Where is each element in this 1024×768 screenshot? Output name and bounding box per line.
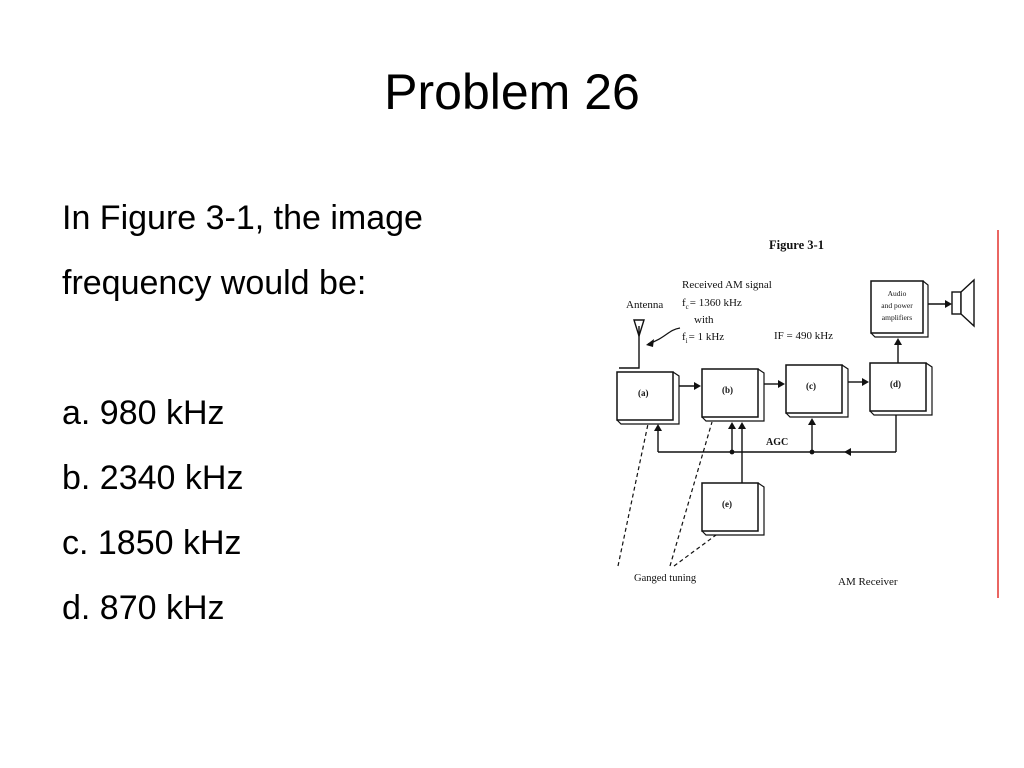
block-c-label: (c) bbox=[806, 381, 816, 391]
question-line-2: frequency would be: bbox=[62, 264, 367, 302]
block-c: (c) bbox=[785, 364, 849, 418]
block-a-label: (a) bbox=[638, 388, 649, 398]
signal-label-1: Received AM signal bbox=[682, 279, 772, 291]
block-d-label: (d) bbox=[890, 379, 901, 389]
block-b-label: (b) bbox=[722, 385, 733, 395]
antenna-icon bbox=[619, 319, 645, 369]
signal-label-3: with bbox=[694, 314, 714, 326]
speaker-arrow bbox=[928, 300, 952, 308]
block-b: (b) bbox=[701, 368, 765, 422]
audio-amplifier-block: Audio and power amplifiers bbox=[870, 280, 929, 338]
option-d: d. 870 kHz bbox=[62, 589, 225, 627]
block-diagram: Figure 3-1 Antenna Received AM signal fc… bbox=[616, 230, 999, 598]
am-receiver-figure: Figure 3-1 Antenna Received AM signal fc… bbox=[608, 226, 1000, 598]
audio-label-1: Audio bbox=[888, 289, 907, 298]
block-e-label: (e) bbox=[722, 499, 732, 509]
speaker-icon bbox=[951, 278, 975, 328]
question-block: In Figure 3-1, the image frequency would… bbox=[62, 186, 532, 641]
slide-title: Problem 26 bbox=[384, 64, 640, 120]
signal-label-4: fi= 1 kHz bbox=[682, 331, 724, 345]
figure-title: Figure 3-1 bbox=[769, 238, 824, 252]
audio-label-2: and power bbox=[881, 301, 913, 310]
antenna-label: Antenna bbox=[626, 299, 663, 311]
ganged-tuning-label: Ganged tuning bbox=[634, 573, 697, 584]
ganged-tuning-lines bbox=[617, 421, 717, 567]
option-b: b. 2340 kHz bbox=[62, 459, 244, 497]
option-c: c. 1850 kHz bbox=[62, 524, 242, 562]
question-spacer bbox=[62, 316, 532, 381]
signal-pointer-arrowhead bbox=[646, 339, 654, 347]
agc-line bbox=[654, 415, 897, 456]
question-line-1: In Figure 3-1, the image bbox=[62, 199, 423, 237]
block-a: (a) bbox=[616, 371, 680, 425]
signal-path bbox=[679, 338, 902, 390]
if-label: IF = 490 kHz bbox=[774, 330, 833, 342]
block-d: (d) bbox=[869, 362, 933, 416]
signal-label-2: fc= 1360 kHz bbox=[682, 297, 742, 311]
oscillator-line bbox=[738, 422, 746, 483]
agc-label: AGC bbox=[766, 437, 788, 448]
option-a: a. 980 kHz bbox=[62, 394, 225, 432]
am-receiver-label: AM Receiver bbox=[838, 576, 898, 588]
audio-label-3: amplifiers bbox=[882, 313, 912, 322]
block-e: (e) bbox=[701, 482, 765, 536]
